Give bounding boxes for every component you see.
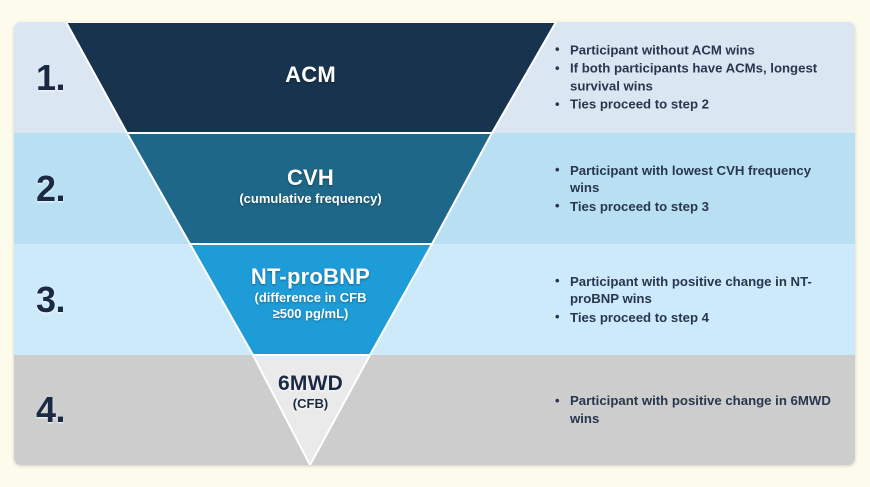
step-bullets-3: Participant with positive change in NT-p…	[554, 272, 844, 327]
step-band-4: 4. Participant with positive change in 6…	[14, 355, 855, 465]
bullet-item: Participant with positive change in 6MWD…	[554, 392, 844, 427]
step-bullets-1: Participant without ACM wins If both par…	[554, 41, 844, 114]
bullet-item: If both participants have ACMs, longest …	[554, 59, 844, 95]
step-bullets-4: Participant with positive change in 6MWD…	[554, 392, 844, 428]
bullet-item: Participant without ACM wins	[554, 41, 844, 59]
step-bullets-2: Participant with lowest CVH frequency wi…	[554, 161, 844, 216]
step-band-2: 2. Participant with lowest CVH frequency…	[14, 133, 855, 244]
step-number-3: 3.	[36, 278, 66, 320]
bullet-item: Ties proceed to step 4	[554, 308, 844, 326]
bullet-item: Participant with positive change in NT-p…	[554, 272, 844, 307]
step-number-4: 4.	[36, 389, 66, 430]
bullet-item: Ties proceed to step 3	[554, 197, 844, 215]
bullet-item: Ties proceed to step 2	[554, 95, 844, 114]
step-number-1: 1.	[36, 56, 66, 98]
step-band-1: 1. Participant without ACM wins If both …	[14, 22, 855, 133]
diagram-card: 1. Participant without ACM wins If both …	[14, 22, 855, 465]
step-band-3: 3. Participant with positive change in N…	[14, 244, 855, 355]
step-number-2: 2.	[36, 167, 66, 209]
bullet-item: Participant with lowest CVH frequency wi…	[554, 161, 844, 196]
